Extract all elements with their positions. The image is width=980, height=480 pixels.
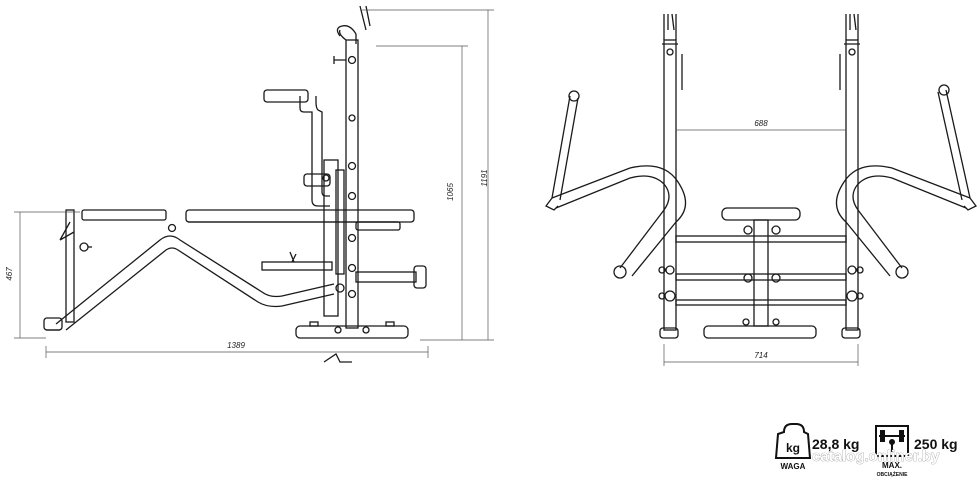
weight-value: 28,8 kg <box>812 436 859 452</box>
watermark: catalog.onliner.by <box>812 448 940 465</box>
dim-688: 688 <box>754 119 768 128</box>
max-caption: MAX. <box>882 461 902 470</box>
dim-1389: 1389 <box>227 341 245 350</box>
left-arm <box>551 165 687 223</box>
front-dimensions <box>663 129 859 366</box>
left-upright <box>663 39 677 331</box>
front-view <box>545 13 977 339</box>
right-upright <box>845 39 859 331</box>
dim-714: 714 <box>754 351 768 360</box>
dim-467: 467 <box>5 267 14 281</box>
weight-badge: kg 28,8 kg WAGA <box>774 423 859 471</box>
dim-1191: 1191 <box>480 169 489 186</box>
dim-1065: 1065 <box>446 183 455 201</box>
rear-foot <box>43 317 63 331</box>
side-upright <box>345 39 359 329</box>
front-seat-pad <box>721 207 801 221</box>
back-pad <box>81 209 167 221</box>
kettlebell-icon <box>774 423 812 459</box>
max-load-badge: 250 kg MAX. OBCIĄŻENIE <box>875 425 958 478</box>
max-subcaption: OBCIĄŻENIE <box>877 471 909 478</box>
seat-pad <box>185 209 415 223</box>
weight-caption: WAGA <box>781 462 806 471</box>
center-base <box>703 325 817 339</box>
max-value: 250 kg <box>914 436 958 452</box>
weight-icon-label: kg <box>786 441 800 455</box>
side-dimensions <box>14 9 494 358</box>
side-view <box>43 5 427 363</box>
leg-roller-top <box>263 89 309 103</box>
front-base <box>295 325 409 339</box>
right-arm <box>835 165 971 223</box>
weight-bar-end <box>413 265 427 289</box>
